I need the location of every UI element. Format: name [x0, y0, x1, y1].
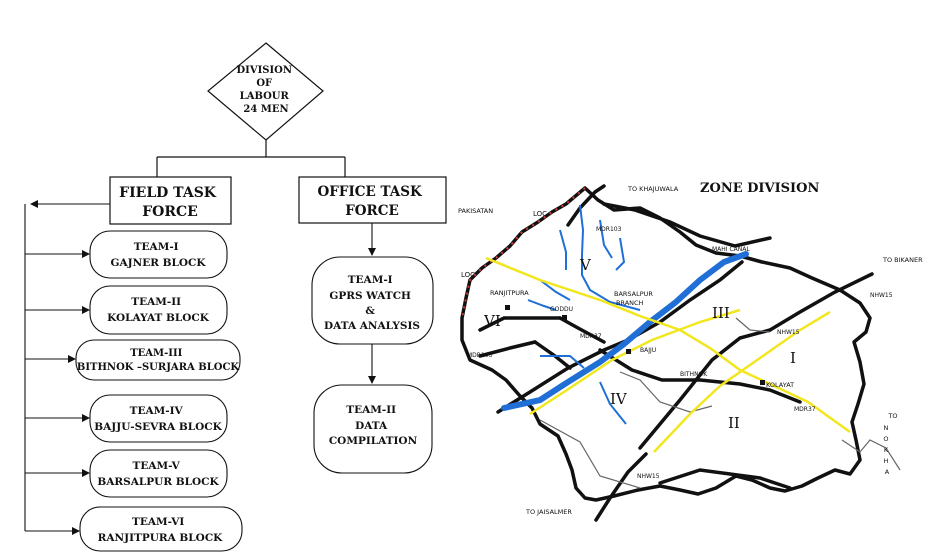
- field-team-3: TEAM-III BITHNOK –SURJARA BLOCK: [75, 339, 241, 381]
- svg-text:NHW15: NHW15: [870, 292, 893, 299]
- zone-lines: [485, 256, 851, 453]
- svg-text:TEAM-III BITHNOK –SURJ: TEAM-III BITHNOK –SURJARA BLOCK: [77, 348, 239, 373]
- svg-text:DIVISION OF LA: DIVISION OF LABOUR 24 MEN: [236, 65, 295, 115]
- svg-text:TEAM-VI RANJITPURA BLO: TEAM-VI RANJITPURA BLOCK: [98, 516, 224, 544]
- svg-text:LOC: LOC: [461, 271, 475, 279]
- org-chart: DIVISION OF LABOUR 24 MEN FIELD TASK FOR…: [24, 42, 447, 552]
- svg-text:TEAM-I GPRS WATCH: TEAM-I GPRS WATCH & DATA ANALYSIS: [324, 274, 420, 332]
- field-team-2: TEAM-II KOLAYAT BLOCK: [89, 285, 228, 335]
- zone-I: I: [790, 349, 796, 367]
- svg-text:OFFICE TASK FORCE: OFFICE TASK FORCE: [318, 184, 427, 219]
- svg-text:BITHNOK: BITHNOK: [680, 371, 708, 378]
- zone-IV: IV: [610, 390, 628, 408]
- svg-text:TEAM-II KOLAYAT BLOCK: TEAM-II KOLAYAT BLOCK: [107, 296, 210, 324]
- minor-roads: [539, 317, 901, 489]
- canal-branches: [527, 204, 641, 425]
- svg-text:MDR103: MDR103: [467, 352, 493, 359]
- zone-VI: VI: [483, 312, 501, 330]
- zone-III: III: [712, 304, 730, 322]
- svg-text:RANJITPURA: RANJITPURA: [490, 289, 529, 297]
- roads: [478, 184, 874, 522]
- svg-text:BAJJU: BAJJU: [640, 347, 656, 354]
- svg-text:MDR37: MDR37: [794, 406, 816, 413]
- svg-text:MDR37: MDR37: [580, 333, 602, 340]
- root-connectors: [156, 140, 346, 177]
- svg-text:TEAM-II DATA C: TEAM-II DATA COMPILATION: [329, 404, 418, 447]
- office-task-force-node: OFFICE TASK FORCE: [298, 176, 447, 224]
- field-team-1: TEAM-I GAJNER BLOCK: [89, 230, 228, 279]
- svg-text:TO JAISALMER: TO JAISALMER: [525, 508, 572, 516]
- svg-text:MAHI CANAL: MAHI CANAL: [712, 246, 750, 253]
- svg-text:LOC: LOC: [533, 210, 547, 218]
- zone-II: II: [728, 414, 740, 432]
- zone-V: V: [579, 256, 592, 274]
- field-team-connectors: [24, 200, 110, 535]
- svg-text:FIELD TASK FORCE: FIELD TASK FORCE: [119, 185, 221, 220]
- svg-text:KOLAYAT: KOLAYAT: [766, 381, 794, 389]
- canals: [501, 251, 749, 411]
- svg-text:TO BIKANER: TO BIKANER: [882, 256, 923, 264]
- division-of-labour-node: DIVISION OF LABOUR 24 MEN: [207, 42, 324, 141]
- svg-text:TO KHAJUWALA: TO KHAJUWALA: [627, 185, 679, 193]
- svg-text:NHW15: NHW15: [637, 473, 660, 480]
- svg-text:MDR103: MDR103: [596, 226, 622, 233]
- svg-text:PAKISATAN: PAKISATAN: [458, 207, 493, 215]
- office-team-1: TEAM-I GPRS WATCH & DATA ANALYSIS: [311, 256, 434, 345]
- svg-text:GODDU: GODDU: [550, 306, 573, 313]
- svg-text:BRANCH: BRANCH: [616, 299, 644, 307]
- place-labels: TO KHAJUWALA PAKISATAN LOC LOC MDR103 MA…: [458, 185, 923, 516]
- svg-text:TEAM-I GAJNER BLOCK: TEAM-I GAJNER BLOCK: [111, 241, 207, 269]
- field-team-6: TEAM-VI RANJITPURA BLOCK: [79, 506, 243, 552]
- field-task-force-node: FIELD TASK FORCE: [109, 176, 232, 225]
- svg-text:TO N O: TO N O K H A: [883, 412, 899, 476]
- town-markers: [505, 305, 765, 385]
- svg-text:BARSALPUR: BARSALPUR: [614, 290, 653, 298]
- svg-text:TEAM-IV BAJJU-SEVRA BL: TEAM-IV BAJJU-SEVRA BLOCK: [94, 405, 222, 433]
- svg-text:NHW15: NHW15: [777, 329, 800, 336]
- office-team-2: TEAM-II DATA COMPILATION: [313, 384, 433, 474]
- map-title: ZONE DIVISION: [700, 181, 819, 196]
- field-team-4: TEAM-IV BAJJU-SEVRA BLOCK: [89, 394, 228, 443]
- field-team-5: TEAM-V BARSALPUR BLOCK: [89, 449, 228, 498]
- loc-line: [461, 187, 586, 319]
- svg-text:TEAM-V BARSALPUR BLOCK: TEAM-V BARSALPUR BLOCK: [97, 460, 219, 488]
- zone-map: ZONE DIVISION: [458, 181, 923, 522]
